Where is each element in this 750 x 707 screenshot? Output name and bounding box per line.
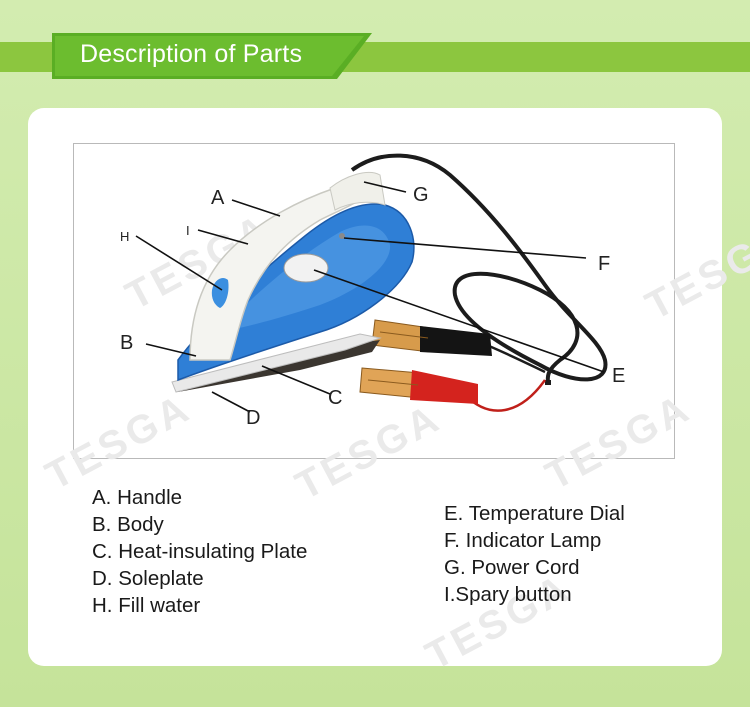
banner-shape <box>52 33 372 79</box>
legend-item: A. Handle <box>92 486 183 509</box>
temperature-dial <box>283 253 329 283</box>
legend-item: B. Body <box>92 513 164 536</box>
callout-b: B <box>120 332 134 354</box>
callout-d: D <box>246 407 261 429</box>
power-cord <box>350 153 608 386</box>
callout-h: H <box>120 229 130 244</box>
callout-a: A <box>211 187 225 209</box>
callout-f: F <box>598 253 611 275</box>
callout-g: G <box>413 184 429 206</box>
legend-item: G. Power Cord <box>444 556 580 579</box>
legend-item: D. Soleplate <box>92 567 204 590</box>
legend-right: E. Temperature Dial F. Indicator Lamp G.… <box>444 500 625 608</box>
indicator-lamp <box>339 233 345 239</box>
callout-e: E <box>612 365 626 387</box>
legend-item: H. Fill water <box>92 594 201 617</box>
callout-i: I <box>186 223 190 238</box>
black-clamp <box>371 319 492 356</box>
legend-left: A. Handle B. Body C. Heat-insulating Pla… <box>92 484 307 619</box>
legend-item: F. Indicator Lamp <box>444 529 602 552</box>
callout-c: C <box>328 387 343 409</box>
legend-item: E. Temperature Dial <box>444 502 625 525</box>
red-clamp <box>359 367 478 404</box>
legend-item: C. Heat-insulating Plate <box>92 540 308 563</box>
page-title: Description of Parts <box>80 40 303 68</box>
heat-insulating-plate <box>171 333 382 393</box>
legend-item: I.Spary button <box>444 583 572 606</box>
